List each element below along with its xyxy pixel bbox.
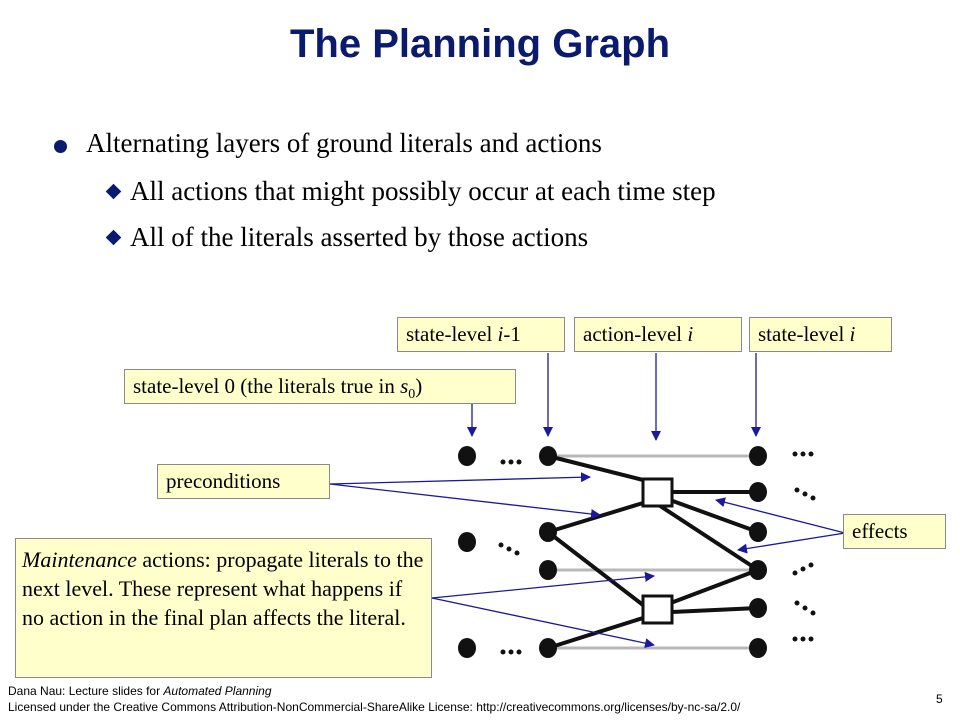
bullet-sub-1: All actions that might possibly occur at…: [130, 176, 716, 206]
label-text: state-level: [758, 322, 850, 346]
effects-label: effects: [843, 514, 946, 549]
state-level-0-label: state-level 0 (the literals true in s0): [124, 369, 516, 404]
label-text: -1: [503, 322, 521, 346]
annotation-arrows: [329, 353, 846, 649]
literal-nodes: [458, 446, 767, 658]
label-var: s: [400, 374, 409, 398]
footer-text: Dana Nau: Lecture slides for: [8, 684, 164, 698]
note-italic: Maintenance: [22, 547, 137, 572]
label-text: state-level: [406, 322, 498, 346]
label-text: action-level: [583, 322, 688, 346]
footer-book-title: Automated Planning: [163, 684, 272, 698]
maintenance-actions-note: Maintenance actions: propagate literals …: [15, 538, 432, 678]
label-text: state-level 0 (the literals true in: [133, 374, 401, 398]
bullet-dot: [54, 140, 67, 153]
action-node: [641, 594, 674, 625]
footer-line-1: Dana Nau: Lecture slides for Automated P…: [8, 684, 272, 698]
state-level-prev-label: state-level i-1: [397, 317, 565, 352]
state-level-cur-label: state-level i: [749, 317, 892, 352]
preconditions-label: preconditions: [157, 464, 330, 499]
slide-title: The Planning Graph: [289, 22, 671, 66]
action-node: [641, 477, 674, 508]
bullet-main: Alternating layers of ground literals an…: [86, 128, 602, 158]
footer-line-2: Licensed under the Creative Commons Attr…: [8, 700, 741, 714]
label-sub: 0: [408, 387, 416, 403]
label-var: i: [849, 322, 856, 346]
ellipsis-marks: [498, 451, 816, 655]
label-var: i: [497, 322, 504, 346]
page-number: 5: [936, 692, 943, 706]
action-level-label: action-level i: [574, 317, 742, 352]
label-var: i: [687, 322, 694, 346]
note-text: actions: propagate literals to the next …: [22, 547, 424, 630]
bullet-sub-2: All of the literals asserted by those ac…: [130, 222, 589, 252]
label-text: ): [415, 374, 423, 398]
